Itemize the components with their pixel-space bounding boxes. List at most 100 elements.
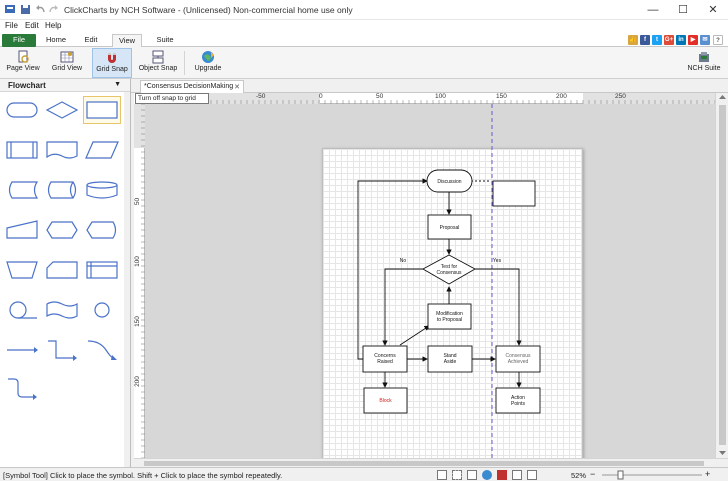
email-icon[interactable]: ✉ [700, 35, 710, 45]
h-ruler-label: 250 [615, 93, 626, 100]
linkedin-icon[interactable]: in [676, 35, 686, 45]
page-view-button[interactable]: Page View [4, 48, 42, 78]
document-tab-label: *Consensus DecisionMaking [144, 83, 234, 90]
nch-suite-button[interactable]: NCH Suite [684, 48, 724, 78]
fit-page-icon[interactable] [437, 470, 447, 480]
direct-data-symbol[interactable] [44, 177, 80, 203]
node-proposal[interactable] [427, 214, 472, 240]
drawing-canvas[interactable]: Discussion Proposal Test for Consensus M… [145, 104, 715, 458]
tab-home[interactable]: Home [45, 35, 66, 44]
node-consensus-achieved[interactable] [495, 345, 541, 373]
horizontal-ruler-ticks [145, 93, 715, 104]
node-blank-box[interactable] [492, 180, 536, 207]
object-snap-status-icon[interactable] [512, 470, 522, 480]
close-button[interactable]: ✕ [708, 4, 718, 16]
chevron-down-icon[interactable]: ▼ [114, 81, 121, 88]
terminator-symbol[interactable] [4, 97, 40, 123]
internal-storage-symbol[interactable] [84, 257, 120, 283]
minimize-button[interactable]: — [647, 4, 659, 16]
horizontal-ruler[interactable]: -50 0 50 100 150 200 250 [145, 93, 715, 104]
google-plus-icon[interactable]: G+ [664, 35, 674, 45]
symbol-library-header[interactable]: Flowchart ▼ [0, 79, 130, 92]
maximize-button[interactable]: ☐ [678, 4, 688, 16]
page-status-icon[interactable] [527, 470, 537, 480]
thumbs-up-icon[interactable]: 👍 [628, 35, 638, 45]
manual-operation-symbol[interactable] [4, 257, 40, 283]
tab-suite[interactable]: Suite [156, 35, 174, 44]
curved-arrow-symbol[interactable] [84, 337, 120, 363]
node-action-points[interactable] [495, 387, 541, 414]
page-view-icon [18, 50, 29, 63]
menu-edit[interactable]: Edit [25, 21, 39, 30]
zoom-out-button[interactable]: − [590, 469, 596, 479]
vertical-ruler[interactable]: 50 100 150 200 [134, 104, 145, 458]
grid-view-button[interactable]: Grid View [48, 48, 86, 78]
punched-tape-symbol[interactable] [44, 297, 80, 323]
menu-help[interactable]: Help [45, 21, 62, 30]
magnet-status-icon[interactable] [497, 470, 507, 480]
globe-icon[interactable] [482, 470, 492, 480]
preparation-symbol[interactable] [44, 217, 80, 243]
close-tab-icon[interactable]: ✕ [234, 84, 240, 91]
zoom-slider[interactable] [600, 470, 704, 480]
straight-arrow-symbol[interactable] [4, 337, 40, 363]
object-snap-button[interactable]: Object Snap [138, 48, 178, 78]
card-symbol[interactable] [44, 257, 80, 283]
tab-view[interactable]: View [112, 34, 142, 47]
tab-file[interactable]: File [2, 34, 36, 47]
save-icon[interactable] [19, 3, 31, 15]
rounded-elbow-arrow-symbol[interactable] [4, 377, 40, 403]
tab-edit[interactable]: Edit [84, 35, 98, 44]
canvas-vertical-scrollbar[interactable] [715, 93, 728, 458]
node-test-consensus[interactable] [422, 254, 476, 285]
help-icon[interactable]: ? [713, 35, 723, 45]
title-bar: ClickCharts by NCH Software - (Unlicense… [0, 0, 728, 20]
fit-width-icon[interactable] [452, 470, 462, 480]
h-ruler-label: 150 [496, 93, 507, 100]
sequential-data-symbol[interactable] [4, 297, 40, 323]
manual-input-symbol[interactable] [4, 217, 40, 243]
v-ruler-label: 150 [133, 316, 141, 327]
document-tab[interactable]: *Consensus DecisionMaking ✕ [140, 80, 244, 93]
redo-icon[interactable] [47, 3, 59, 15]
twitter-icon[interactable]: t [652, 35, 662, 45]
node-concerns-raised[interactable] [362, 345, 408, 373]
edge-test-concerns [382, 268, 423, 346]
zoom-in-button[interactable]: + [705, 469, 711, 479]
process-symbol[interactable] [83, 96, 121, 124]
facebook-icon[interactable]: f [640, 35, 650, 45]
grid-snap-label: Grid Snap [96, 66, 128, 73]
zoom-slider-thumb[interactable] [617, 470, 624, 480]
node-discussion[interactable] [426, 169, 473, 193]
menu-file[interactable]: File [5, 21, 18, 30]
label-modification-line2: to Proposal [437, 317, 462, 323]
youtube-icon[interactable]: ▶ [688, 35, 698, 45]
data-symbol[interactable] [84, 137, 120, 163]
label-proposal: Proposal [440, 225, 460, 231]
symbol-library-scrollbar[interactable] [124, 92, 130, 467]
grid-snap-button[interactable]: Grid Snap [92, 48, 132, 78]
label-concerns-line1: Concerns [374, 353, 396, 359]
stored-data-symbol[interactable] [4, 177, 40, 203]
zoom-level: 52% [571, 471, 587, 480]
decision-symbol[interactable] [44, 97, 80, 123]
node-block[interactable] [363, 387, 408, 414]
v-ruler-label: 50 [134, 197, 142, 206]
edge-label-yes: Yes [493, 258, 502, 264]
connector-symbol[interactable] [84, 297, 120, 323]
node-modification[interactable] [427, 303, 472, 330]
label-stand-line2: Aside [444, 359, 457, 365]
ribbon-toolbar: Page View Grid View Grid Snap Object Sna… [0, 47, 728, 79]
canvas-horizontal-scrollbar[interactable] [134, 458, 728, 467]
document-symbol[interactable] [44, 137, 80, 163]
undo-icon[interactable] [34, 3, 46, 15]
predefined-process-symbol[interactable] [4, 137, 40, 163]
elbow-arrow-symbol[interactable] [44, 337, 80, 363]
upgrade-button[interactable]: Upgrade [190, 48, 226, 78]
flowchart-diagram[interactable]: Discussion Proposal Test for Consensus M… [145, 104, 715, 458]
grid-toggle-icon[interactable] [467, 470, 477, 480]
display-symbol[interactable] [84, 217, 120, 243]
node-stand-aside[interactable] [427, 345, 473, 373]
app-logo-icon [4, 3, 16, 15]
database-symbol[interactable] [84, 177, 120, 203]
